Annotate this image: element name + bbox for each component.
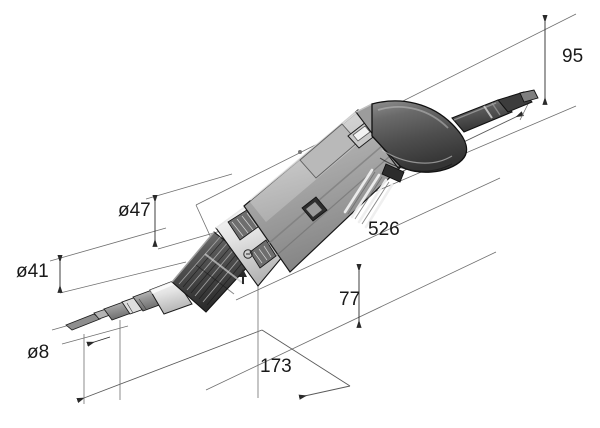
body-marker-dot	[298, 150, 302, 154]
dimension-label-dia-8: ø8	[27, 342, 49, 363]
dimension-label-height-95: 95	[562, 46, 583, 67]
tool-cable-strain-relief	[451, 99, 514, 133]
dimension-labels-group: ø47 ø41 ø8 526 173 95 77	[16, 46, 583, 377]
die-grinder-illustration	[65, 89, 539, 331]
collar-index-mark	[243, 249, 253, 259]
tool-side-badge	[301, 196, 328, 222]
dimension-line-173-right-tail	[298, 385, 351, 400]
tool-main-body	[243, 109, 405, 273]
dimension-arrow-8-lower	[86, 336, 111, 347]
dimension-line-173-left	[76, 329, 263, 404]
tool-rear-handle	[371, 100, 468, 183]
dimension-label-dia-41: ø41	[16, 261, 49, 282]
leader-line-41-upper	[49, 227, 167, 262]
tool-cable-end	[497, 89, 539, 113]
dimension-line-173-right	[261, 329, 351, 387]
dimension-label-dia-47: ø47	[118, 200, 151, 221]
tool-ribbed-neck	[171, 231, 253, 313]
leader-line-41-lower	[59, 261, 187, 294]
extension-line-77-lower	[205, 251, 497, 391]
dimension-label-length-173: 173	[260, 356, 292, 377]
tool-ventilation-slots	[343, 168, 394, 229]
dimension-label-length-526: 526	[368, 219, 400, 240]
tool-ventilation-slot-shadows	[347, 171, 390, 225]
leader-line-8-lower	[61, 325, 129, 345]
tool-shaft-tip	[65, 308, 111, 331]
dimension-label-height-77: 77	[339, 289, 360, 310]
extension-line-77-upper	[235, 177, 501, 301]
collar-arrow-marking	[239, 269, 247, 284]
leader-line-47-upper	[145, 173, 233, 200]
